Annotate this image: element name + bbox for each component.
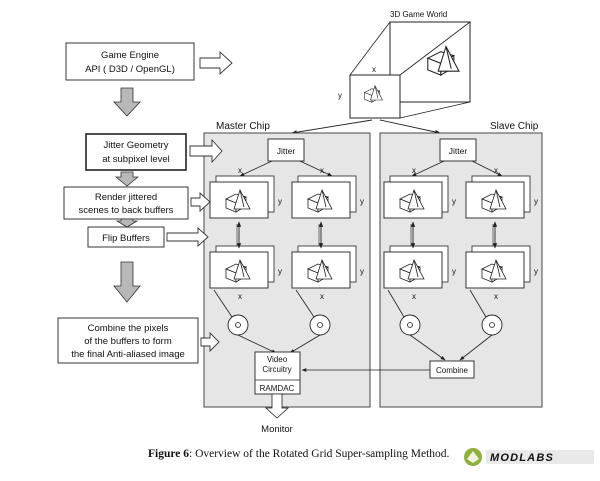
step-line: scenes to back buffers xyxy=(79,205,174,216)
figure-caption: Figure 6: Overview of the Rotated Grid S… xyxy=(0,444,600,468)
down-arrow xyxy=(113,87,141,117)
step-line: of the buffers to form xyxy=(84,336,172,347)
buffer-frame: xy xyxy=(209,245,282,301)
slave-jitter-arrow-left xyxy=(411,160,445,177)
right-arrow xyxy=(190,191,211,213)
buffer-frame: xy xyxy=(465,245,538,301)
buffer-frame: xy xyxy=(383,166,456,219)
right-arrow xyxy=(166,226,209,248)
buffer-axis-x: x xyxy=(412,292,416,301)
step-jitter-geometry: Jitter Geometry at subpixel level xyxy=(85,133,187,171)
right-arrow xyxy=(189,138,223,164)
right-arrow xyxy=(200,331,220,353)
down-arrow xyxy=(113,261,141,303)
combine-label: Combine xyxy=(436,366,469,375)
step-down-arrows xyxy=(113,87,141,303)
pixel-circle xyxy=(481,314,503,336)
buffer-axis-x: x xyxy=(238,292,242,301)
world-axis-y: y xyxy=(338,91,342,100)
buffer-axis-y: y xyxy=(278,197,282,206)
step-line: the final Anti-aliased image xyxy=(71,349,185,360)
monitor-arrow xyxy=(264,393,290,419)
buffer-axis-x: x xyxy=(412,166,416,175)
circuitry-label: Circuitry xyxy=(262,365,291,374)
right-arrow xyxy=(199,50,233,76)
master-jitter-arrow-left xyxy=(239,160,273,177)
buffer-frame: xy xyxy=(465,166,538,219)
combine-box: Combine xyxy=(429,360,475,379)
buffer-axis-y: y xyxy=(534,197,538,206)
caption-prefix: Figure 6 xyxy=(148,448,189,460)
master-jitter-box: Jitter xyxy=(267,138,305,162)
slave-jitter-label: Jitter xyxy=(449,146,468,156)
step-line: Flip Buffers xyxy=(102,233,150,244)
down-arrow xyxy=(114,171,140,187)
buffer-axis-y: y xyxy=(360,267,364,276)
buffer-axis-x: x xyxy=(320,292,324,301)
caption-body: : Overview of the Rotated Grid Super-sam… xyxy=(189,448,450,460)
down-arrow xyxy=(115,218,139,228)
buffer-axis-y: y xyxy=(452,197,456,206)
buffer-axis-y: y xyxy=(360,197,364,206)
step-right-arrows xyxy=(166,50,233,353)
step-line: at subpixel level xyxy=(102,154,170,165)
step-render-jittered: Render jittered scenes to back buffers xyxy=(63,186,189,220)
buffer-axis-y: y xyxy=(278,267,282,276)
step-line: Jitter Geometry xyxy=(104,140,169,151)
slave-jitter-box: Jitter xyxy=(439,138,477,162)
pixel-circle xyxy=(227,314,249,336)
slave-jitter-arrow-right xyxy=(471,160,503,177)
step-line: Render jittered xyxy=(95,192,157,203)
buffer-axis-x: x xyxy=(494,292,498,301)
step-flip-buffers: Flip Buffers xyxy=(87,226,165,248)
buffer-frame: xy xyxy=(383,245,456,301)
caption-text: Figure 6: Overview of the Rotated Grid S… xyxy=(148,448,449,460)
step-line: API ( D3D / OpenGL) xyxy=(85,64,175,75)
monitor-label: Monitor xyxy=(261,424,293,435)
pixel-circles xyxy=(227,314,503,336)
buffer-axis-x: x xyxy=(494,166,498,175)
step-line: Combine the pixels xyxy=(88,323,169,334)
slave-chip-label: Slave Chip xyxy=(490,121,539,132)
video-label: Video xyxy=(267,355,288,364)
logo-text: MODLABS xyxy=(490,452,554,464)
step-combine-pixels: Combine the pixels of the buffers to for… xyxy=(57,317,199,364)
world-to-slave-arrow xyxy=(379,119,441,135)
pixel-circle xyxy=(309,314,331,336)
game-world-label: 3D Game World xyxy=(390,10,447,19)
buffer-frame: xy xyxy=(209,166,282,219)
ramdac-label: RAMDAC xyxy=(260,384,295,393)
pixel-circle xyxy=(399,314,421,336)
buffer-axis-x: x xyxy=(320,166,324,175)
pixel-connector-lines xyxy=(213,289,493,361)
buffer-frame: xy xyxy=(291,166,364,219)
step-line: Game Engine xyxy=(101,50,159,61)
world-axis-x: x xyxy=(372,65,376,74)
buffer-axis-y: y xyxy=(534,267,538,276)
master-jitter-label: Jitter xyxy=(277,146,296,156)
video-circuitry-box: Video Circuitry RAMDAC xyxy=(254,351,301,395)
modlabs-logo: MODLABS xyxy=(464,448,594,466)
buffer-frame: xy xyxy=(291,245,364,301)
buffer-axis-x: x xyxy=(238,166,242,175)
game-world-box xyxy=(349,21,471,119)
master-chip-label: Master Chip xyxy=(216,121,270,132)
step-game-engine: Game Engine API ( D3D / OpenGL) xyxy=(65,42,195,81)
world-to-master-arrow xyxy=(291,119,373,135)
master-jitter-arrow-right xyxy=(299,160,333,177)
buffer-axis-y: y xyxy=(452,267,456,276)
